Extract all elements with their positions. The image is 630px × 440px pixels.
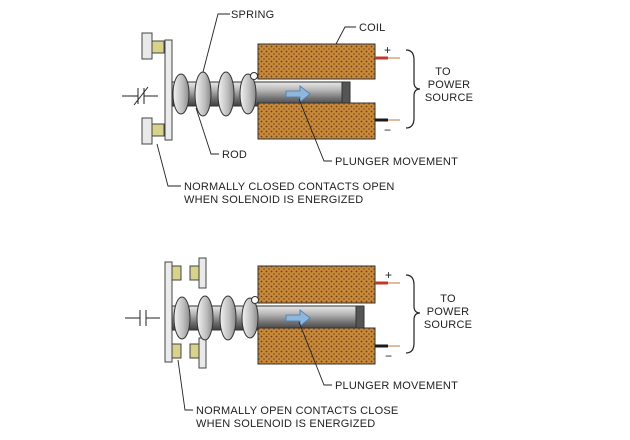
- top-rod-label: ROD: [222, 149, 247, 161]
- top-spring: [172, 71, 258, 117]
- bottom-lower-contact: [189, 337, 207, 369]
- bottom-contact-plate: [164, 261, 173, 363]
- top-power-line-2: POWER: [428, 79, 471, 91]
- bottom-plunger-arrow: [285, 309, 311, 327]
- top-caption-line-1: NORMALLY CLOSED CONTACTS OPEN: [184, 181, 395, 193]
- bottom-minus-sign: −: [385, 349, 392, 363]
- top-leads: [375, 56, 400, 122]
- bottom-leads: [375, 281, 400, 348]
- top-lower-contact: [141, 117, 165, 145]
- top-contact-plate: [164, 39, 173, 141]
- bottom-caption-line-1: NORMALLY OPEN CONTACTS CLOSE: [196, 405, 398, 417]
- top-caption-line-2: WHEN SOLENOID IS ENERGIZED: [184, 194, 363, 206]
- top-coil: [257, 43, 376, 140]
- top-diagram: + − TO POWER SOURCE SPRING COIL ROD PLUN…: [122, 9, 473, 206]
- top-coil-label: COIL: [359, 22, 385, 34]
- top-power-line-3: SOURCE: [425, 92, 473, 104]
- bottom-power-line-1: TO: [440, 293, 456, 305]
- bottom-power-line-2: POWER: [427, 306, 470, 318]
- bottom-power-line-3: SOURCE: [424, 319, 472, 331]
- top-power-bracket: [405, 49, 421, 129]
- top-minus-sign: −: [384, 123, 391, 137]
- bottom-coil: [257, 265, 376, 365]
- bottom-diagram: + − TO POWER SOURCE PLUNGER MOVEMENT NOR…: [125, 257, 472, 430]
- no-contact-symbol: [125, 310, 160, 326]
- bottom-plus-sign: +: [385, 268, 392, 282]
- top-spring-label: SPRING: [231, 9, 274, 21]
- bottom-spring: [173, 295, 259, 341]
- top-power-line-1: TO: [435, 66, 451, 78]
- bottom-plunger-label: PLUNGER MOVEMENT: [335, 380, 458, 392]
- bottom-caption-line-2: WHEN SOLENOID IS ENERGIZED: [196, 418, 375, 430]
- bottom-power-bracket: [405, 274, 421, 354]
- nc-contact-symbol: [122, 86, 158, 106]
- top-plunger-arrow: [285, 85, 311, 103]
- top-plunger-label: PLUNGER MOVEMENT: [335, 156, 458, 168]
- top-plus-sign: +: [384, 43, 391, 57]
- bottom-upper-contact: [189, 257, 207, 289]
- top-upper-contact: [141, 32, 165, 60]
